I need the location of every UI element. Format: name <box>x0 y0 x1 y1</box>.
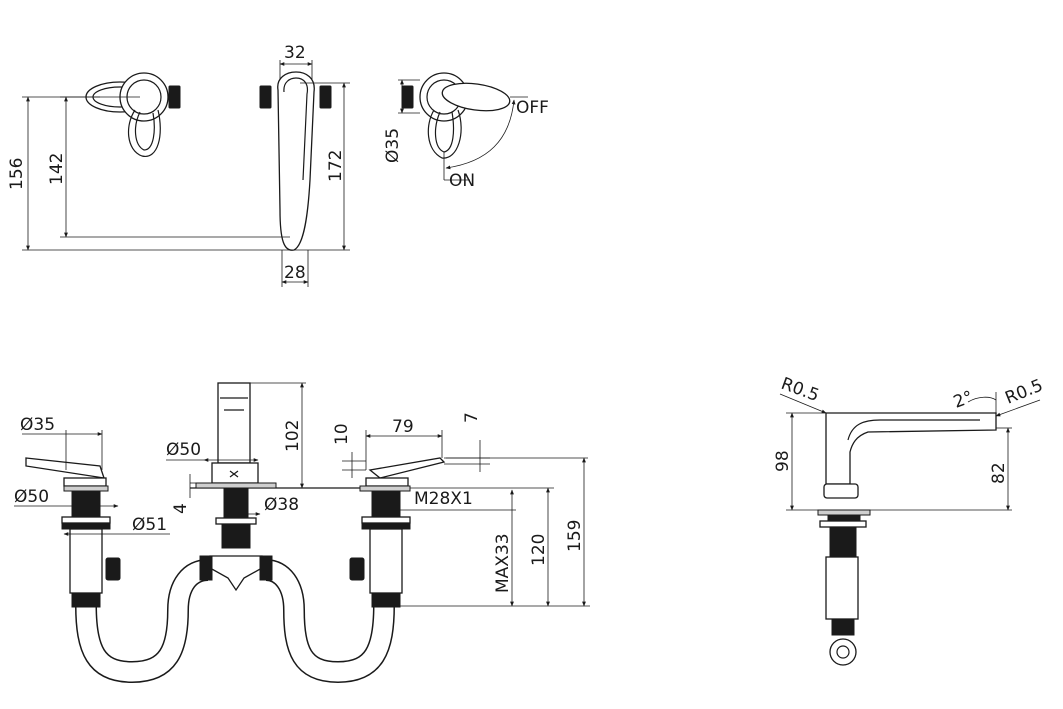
dim-dia51: Ø51 <box>132 515 167 535</box>
dim-82: 82 <box>989 462 1009 484</box>
dim-28: 28 <box>284 263 306 283</box>
top-dimension-lines <box>22 60 420 287</box>
spout-front <box>195 382 277 592</box>
left-valve-front <box>25 457 121 608</box>
dim-159: 159 <box>565 520 585 552</box>
dim-32: 32 <box>284 43 306 63</box>
dim-120: 120 <box>529 534 549 566</box>
dim-dia35-front: Ø35 <box>20 415 55 435</box>
top-view-group: 156 142 32 172 28 Ø35 OFF ON <box>7 43 549 287</box>
dim-r05-right: R0.5 <box>1002 376 1046 409</box>
dim-172: 172 <box>326 150 346 182</box>
front-elevation-group: Ø35 Ø50 Ø51 Ø50 4 Ø38 102 10 79 7 M28X1 … <box>14 382 590 684</box>
dim-m28x1: M28X1 <box>414 489 473 509</box>
dim-4: 4 <box>171 503 191 514</box>
right-handle-top-view <box>401 72 528 181</box>
dim-dia38: Ø38 <box>264 495 299 515</box>
dim-10: 10 <box>332 423 352 445</box>
spout-side-view <box>817 412 997 666</box>
dim-98: 98 <box>773 450 793 472</box>
side-elevation-group: R0.5 2° R0.5 98 82 <box>773 374 1046 666</box>
dim-2deg: 2° <box>951 387 976 412</box>
dim-dia35-top: Ø35 <box>383 128 403 163</box>
dim-7: 7 <box>462 412 482 423</box>
dim-max33: MAX33 <box>493 533 513 593</box>
dim-142: 142 <box>47 153 67 185</box>
spout-lever-top-view <box>259 71 332 251</box>
dim-dia50-left: Ø50 <box>14 487 49 507</box>
left-handle-top-view <box>85 72 181 157</box>
label-on: ON <box>449 171 475 191</box>
dim-79: 79 <box>392 417 414 437</box>
right-valve-front <box>349 457 446 608</box>
dim-156: 156 <box>7 158 27 190</box>
flexible-hoses <box>75 559 395 684</box>
front-dimension-lines <box>14 382 590 607</box>
dim-102: 102 <box>283 420 303 452</box>
label-off: OFF <box>516 98 549 118</box>
side-dimension-lines <box>779 392 1041 511</box>
dim-dia50-spout: Ø50 <box>166 440 201 460</box>
dim-r05-left: R0.5 <box>778 374 821 406</box>
